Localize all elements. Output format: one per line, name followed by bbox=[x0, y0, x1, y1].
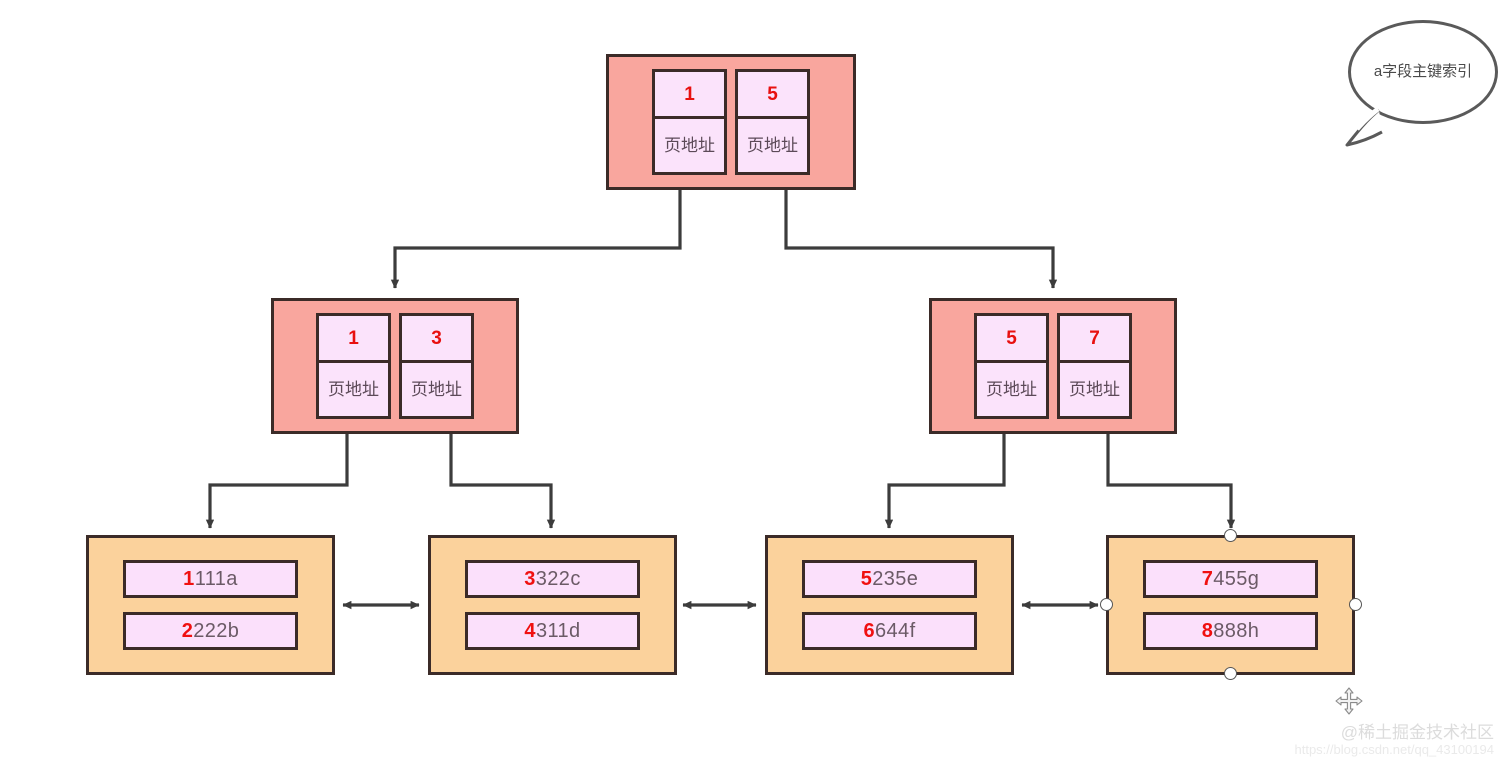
leaf-1-record-1-rest: 222b bbox=[193, 619, 240, 642]
internal-node-left[interactable]: 1 页地址 3 页地址 bbox=[271, 298, 519, 434]
root-entry-0-key: 1 bbox=[655, 72, 724, 119]
internal-right-entry-1-key: 7 bbox=[1060, 316, 1129, 363]
leaf-3-record-1-rest: 644f bbox=[875, 619, 916, 642]
internal-left-entry-0-pointer: 页地址 bbox=[328, 379, 379, 399]
internal-left-entry-0[interactable]: 1 页地址 bbox=[316, 313, 391, 419]
leaf-2-record-0-key: 3 bbox=[524, 567, 536, 590]
callout-tail-icon bbox=[1345, 108, 1383, 147]
internal-right-entry-0[interactable]: 5 页地址 bbox=[974, 313, 1049, 419]
callout-text: a字段主键索引 bbox=[1373, 62, 1473, 80]
move-cursor-icon bbox=[1335, 687, 1363, 715]
selection-handle-bottom[interactable] bbox=[1224, 667, 1237, 680]
edge-root-to-right-internal bbox=[784, 190, 1058, 289]
edge-left-internal-to-leaf2 bbox=[449, 433, 556, 529]
leaf-4-record-1-rest: 888h bbox=[1213, 619, 1260, 642]
callout-bubble[interactable]: a字段主键索引 bbox=[1348, 20, 1498, 124]
leaf-4-record-0-key: 7 bbox=[1201, 567, 1214, 590]
leaf-2-record-0-rest: 322c bbox=[535, 567, 581, 590]
selection-handle-top[interactable] bbox=[1224, 529, 1237, 542]
internal-right-entry-1-pointer: 页地址 bbox=[1069, 379, 1120, 399]
leaf-4-record-0-rest: 455g bbox=[1213, 567, 1260, 590]
leaf-1-record-1-key: 2 bbox=[181, 619, 194, 642]
leaf-2-record-1-rest: 311d bbox=[535, 619, 581, 642]
internal-left-entry-1-pointer: 页地址 bbox=[411, 379, 462, 399]
edge-right-internal-to-leaf3 bbox=[884, 433, 1006, 529]
internal-left-entry-1[interactable]: 3 页地址 bbox=[399, 313, 474, 419]
internal-right-entry-0-pointer: 页地址 bbox=[986, 379, 1037, 399]
leaf-1-record-0-key: 1 bbox=[183, 567, 195, 590]
internal-node-right[interactable]: 5 页地址 7 页地址 bbox=[929, 298, 1177, 434]
root-node[interactable]: 1 页地址 5 页地址 bbox=[606, 54, 856, 190]
leaf-3-record-0-rest: 235e bbox=[872, 567, 919, 590]
internal-left-entry-1-key: 3 bbox=[402, 316, 471, 363]
leaf-3-record-1-key: 6 bbox=[863, 619, 875, 642]
edge-root-to-left-internal bbox=[390, 190, 682, 289]
leaf-3-record-0-key: 5 bbox=[860, 567, 873, 590]
internal-left-entry-0-key: 1 bbox=[319, 316, 388, 363]
edge-right-internal-to-leaf4 bbox=[1106, 433, 1236, 529]
leaf-4-record-1-key: 8 bbox=[1201, 619, 1214, 642]
selection-handle-left[interactable] bbox=[1100, 598, 1113, 611]
root-entry-0[interactable]: 1 页地址 bbox=[652, 69, 727, 175]
root-entry-1-pointer: 页地址 bbox=[747, 135, 798, 155]
root-entry-1-key: 5 bbox=[738, 72, 807, 119]
edge-left-internal-to-leaf1 bbox=[205, 433, 349, 529]
root-entry-1[interactable]: 5 页地址 bbox=[735, 69, 810, 175]
internal-right-entry-1[interactable]: 7 页地址 bbox=[1057, 313, 1132, 419]
selection-handle-right[interactable] bbox=[1349, 598, 1362, 611]
internal-right-entry-0-key: 5 bbox=[977, 316, 1046, 363]
root-entry-0-pointer: 页地址 bbox=[664, 135, 715, 155]
leaf-2-record-1-key: 4 bbox=[524, 619, 536, 642]
leaf-1-record-0-rest: 111a bbox=[194, 567, 238, 590]
